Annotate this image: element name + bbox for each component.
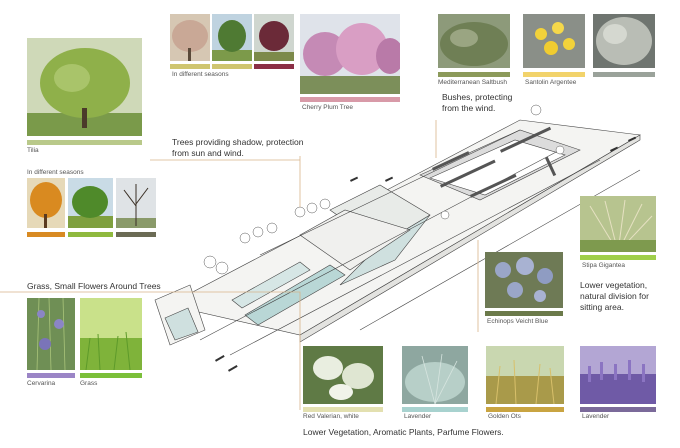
- cervarina-swatch: [27, 373, 75, 378]
- golden-swatch: [486, 407, 564, 412]
- santolin-swatch: [523, 72, 585, 77]
- valerian-caption: Red Valerian, white: [303, 413, 359, 420]
- grass-caption: Grass: [80, 380, 98, 387]
- photo-season-1: [170, 14, 210, 61]
- stipa-swatch: [580, 255, 656, 260]
- photo-season-2: [212, 14, 252, 61]
- season-swatch-2: [212, 64, 252, 69]
- season-swatch-1: [170, 64, 210, 69]
- photo-summer-tree: [68, 178, 113, 228]
- photo-autumn-tree: [27, 178, 65, 228]
- grass-swatch: [80, 373, 142, 378]
- note-bottom: Lower Vegetation, Aromatic Plants, Parfu…: [303, 427, 504, 437]
- cervarina-caption: Cervarina: [27, 380, 56, 387]
- summer-swatch: [68, 232, 113, 237]
- photo-golden-ots: [486, 346, 564, 404]
- photo-cherry-plum: [300, 14, 400, 94]
- photo-cervarina: [27, 298, 75, 370]
- cherry-swatch: [300, 97, 400, 102]
- echinops-caption: Echinops Veicht Blue: [487, 318, 549, 325]
- photo-red-valerian: [303, 346, 383, 404]
- photo-lavender-a: [402, 346, 468, 404]
- saltbush-swatch: [438, 72, 510, 77]
- saltbush-caption: Mediterranean Saltbush: [438, 79, 508, 86]
- golden-caption: Golden Ots: [488, 413, 521, 420]
- silver-swatch: [593, 72, 655, 77]
- season-swatch-3: [254, 64, 294, 69]
- lavender-a-swatch: [402, 407, 468, 412]
- photo-lavender-b: [580, 346, 656, 404]
- tilia-swatch: [27, 140, 142, 145]
- photo-silver-plant: [593, 14, 655, 68]
- tilia-caption: Tilia: [27, 147, 39, 154]
- photo-winter-tree: [116, 178, 156, 228]
- photo-echinops: [485, 252, 563, 308]
- stipa-caption: Stipa Gigantea: [582, 262, 626, 269]
- winter-swatch: [116, 232, 156, 237]
- photo-santolin: [523, 14, 585, 68]
- photo-season-3: [254, 14, 294, 61]
- lavender-b-caption: Lavender: [582, 413, 610, 420]
- photo-grass: [80, 298, 142, 370]
- photo-stipa-gigantea: [580, 196, 656, 252]
- lavender-b-swatch: [580, 407, 656, 412]
- cherry-caption: Cherry Plum Tree: [302, 104, 353, 111]
- photo-saltbush: [438, 14, 510, 68]
- note-lower-natural: Lower vegetation, natural division for s…: [580, 280, 649, 312]
- note-trees: Trees providing shadow, protection from …: [172, 137, 304, 158]
- photo-tilia: [27, 38, 142, 136]
- autumn-swatch: [27, 232, 65, 237]
- note-grass: Grass, Small Flowers Around Trees: [27, 281, 161, 291]
- seasons-top-caption: In different seasons: [172, 71, 229, 78]
- echinops-swatch: [485, 311, 563, 316]
- valerian-swatch: [303, 407, 383, 412]
- lavender-a-caption: Lavender: [404, 413, 432, 420]
- note-bushes: Bushes, protecting from the wind.: [442, 92, 513, 113]
- santolin-caption: Santolin Argentee: [525, 79, 577, 86]
- seasons-left-caption: In different seasons: [27, 169, 84, 176]
